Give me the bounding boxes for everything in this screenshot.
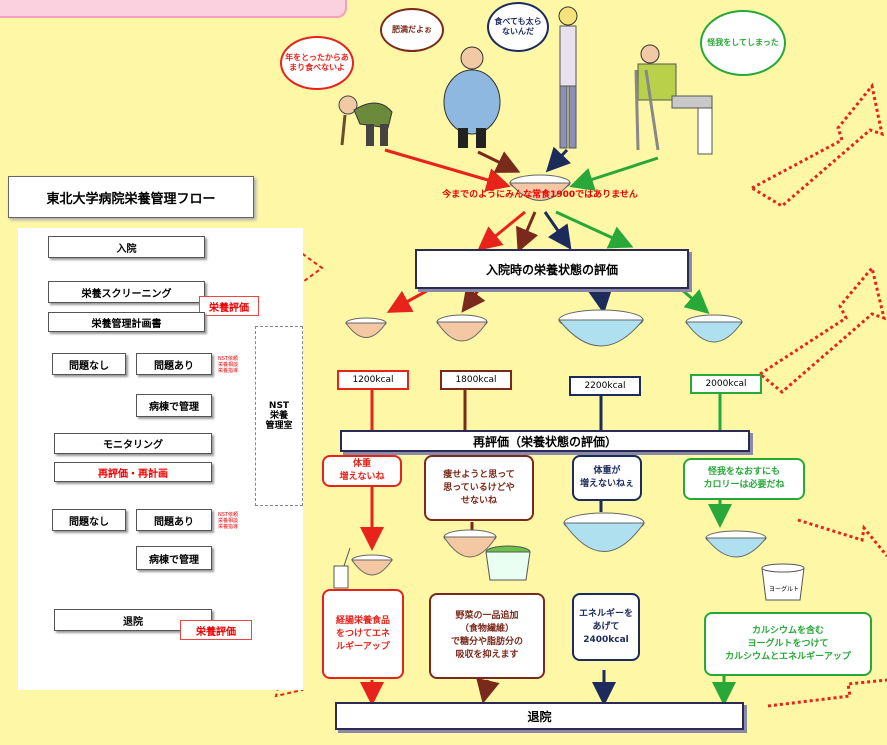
flow-no-problem-2: 問題なし xyxy=(52,509,126,531)
note-col-4: 怪我をなおすにも カロリーは必要だね xyxy=(683,458,805,500)
dotted-arrow-icon xyxy=(748,82,887,708)
kcal-label-2: 1800kcal xyxy=(440,370,512,390)
flow-has-problem-1: 問題あり xyxy=(136,353,212,375)
speech-text-elderly: 年をとったからあまり食べないよ xyxy=(285,53,349,72)
notice-text: 今までのようにみんな常食1900ではありません xyxy=(442,190,638,200)
kcal-label-3: 2200kcal xyxy=(569,376,641,396)
yogurt-label: ヨーグルト xyxy=(768,586,799,593)
nst-links-2: NST依頼 栄養相談 栄養指導 xyxy=(218,512,239,530)
speech-text-injured: 怪我をしてしまった xyxy=(707,38,779,47)
speech-text-obese: 肥満だよぉ xyxy=(392,25,432,34)
bowl-lower-3-icon xyxy=(563,512,645,552)
bowl-lower-2-icon xyxy=(443,529,497,558)
arrow-thin xyxy=(545,146,572,173)
bowl-blue-icon xyxy=(685,314,743,343)
bowl-lower-4-icon xyxy=(704,530,768,558)
plan-col-1: 経腸栄養食品 をつけてエネ ルギーアップ xyxy=(322,589,404,679)
eval-tag-2: 栄養評価 xyxy=(180,620,252,640)
flow-ward-2: 病棟で管理 xyxy=(136,546,212,570)
plan-col-2: 野菜の一品追加 （食物繊維） で糖分や脂肪分の 吸収を抑えます xyxy=(429,593,545,679)
speech-bubble-thin: 食べても太らないんだ xyxy=(487,2,549,52)
speech-text-thin: 食べても太らないんだ xyxy=(494,17,542,36)
obese-figure-icon xyxy=(443,46,501,148)
bowl-lower-1-icon xyxy=(351,554,393,576)
flow-ward-1: 病棟で管理 xyxy=(136,394,212,417)
plan-col-3: エネルギーを あげて 2400kcal xyxy=(572,593,640,661)
arrow-obese xyxy=(477,150,521,173)
kcal-label-4: 2000kcal xyxy=(690,374,762,394)
injured-figure-icon xyxy=(634,44,713,155)
elderly-figure-icon xyxy=(338,95,393,146)
nst-office-box: NST 栄養 管理室 xyxy=(255,326,303,506)
thin-figure-icon xyxy=(558,6,578,149)
rice-bowl-icon xyxy=(508,174,572,201)
kcal-label-1: 1200kcal xyxy=(337,370,409,390)
note-col-1: 体重 増えないね xyxy=(322,455,402,487)
arrow-elderly xyxy=(384,148,511,192)
discharge-bar: 退院 xyxy=(335,702,744,730)
note-col-3: 体重が 増えないねぇ xyxy=(572,455,642,501)
note-col-2: 痩せようと思って 思っているけどや せないね xyxy=(424,455,534,521)
speech-bubble-injured: 怪我をしてしまった xyxy=(700,10,786,76)
flow-monitoring: モニタリング xyxy=(54,433,212,454)
bowl-medium-icon xyxy=(436,314,488,342)
arrow-injured xyxy=(569,156,659,191)
nst-links-1: NST依頼 栄養相談 栄養指導 xyxy=(218,356,239,374)
eval-tag-1: 栄養評価 xyxy=(199,296,259,316)
yogurt-cup-icon xyxy=(761,563,805,601)
flow-title: 東北大学病院栄養管理フロー xyxy=(8,176,254,218)
flow-has-problem-2: 問題あり xyxy=(136,509,212,531)
plan-col-4: カルシウムを含む ヨーグルトをつけて カルシウムとエネルギーアップ xyxy=(704,612,872,676)
admission-evaluation-bar: 入院時の栄養状態の評価 xyxy=(415,249,689,289)
flow-no-problem-1: 問題なし xyxy=(52,353,126,375)
bowl-small-icon xyxy=(345,317,387,338)
salad-bowl-icon xyxy=(485,545,531,581)
bowl-large-icon xyxy=(557,309,645,347)
speech-bubble-obese: 肥満だよぉ xyxy=(380,8,444,52)
flow-admission: 入院 xyxy=(48,236,205,258)
nst-office-label: NST 栄養 管理室 xyxy=(265,401,293,431)
flow-plan: 栄養管理計画書 xyxy=(48,312,205,332)
reevaluation-bar: 再評価（栄養状態の評価） xyxy=(340,430,750,452)
header-banner xyxy=(0,0,347,18)
flow-reevaluation: 再評価・再計画 xyxy=(54,462,212,482)
speech-bubble-elderly: 年をとったからあまり食べないよ xyxy=(280,36,354,90)
flow-screening: 栄養スクリーニング xyxy=(48,281,205,303)
milk-pack-icon xyxy=(333,547,351,589)
